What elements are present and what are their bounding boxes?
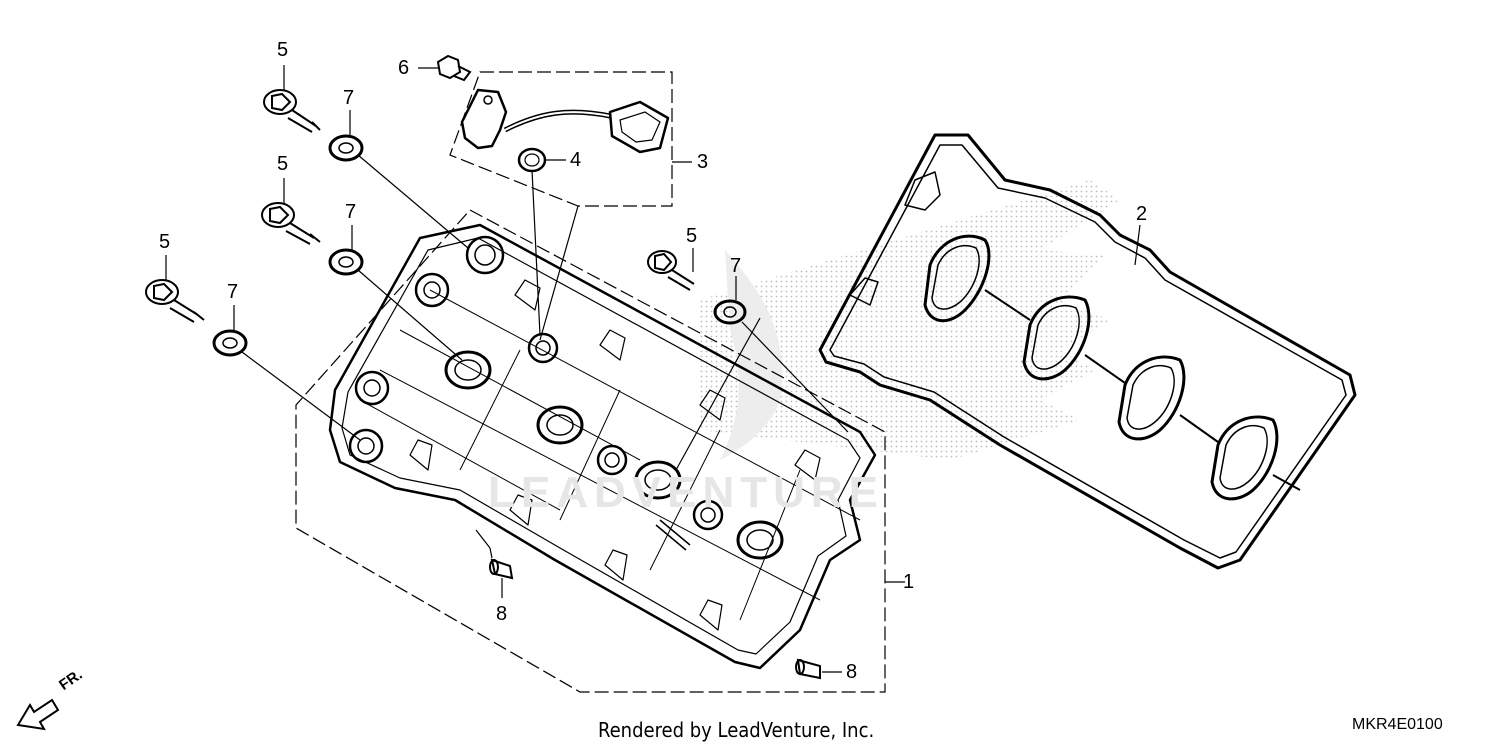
head-cover-gasket[interactable] [818, 133, 1357, 570]
o-ring[interactable] [517, 147, 547, 173]
callout-5-left[interactable]: 5 [159, 231, 171, 253]
leader-lines [165, 65, 1141, 673]
bolt-5b[interactable] [261, 202, 321, 245]
grommet-7c[interactable] [212, 329, 248, 357]
cam-sensor[interactable] [460, 88, 670, 154]
callout-7-top[interactable]: 7 [343, 87, 355, 109]
grommet-7a[interactable] [328, 134, 364, 162]
dowel-pin-8a[interactable] [489, 558, 514, 580]
bolt-5d[interactable] [647, 250, 695, 291]
callout-3[interactable]: 3 [697, 151, 709, 173]
callout-4[interactable]: 4 [570, 149, 582, 171]
bolt-5a[interactable] [263, 89, 321, 133]
bolt-5c[interactable] [145, 279, 205, 323]
callout-1[interactable]: 1 [903, 571, 915, 593]
group-frame-sensor [449, 71, 673, 207]
sensor-bolt[interactable] [436, 54, 472, 82]
callout-5-right[interactable]: 5 [686, 225, 698, 247]
watermark-text: LEADVENTURE [488, 468, 885, 517]
grommet-7d[interactable] [713, 299, 747, 325]
callout-7-left[interactable]: 7 [227, 281, 239, 303]
callout-6[interactable]: 6 [398, 57, 410, 79]
render-credit: Rendered by LeadVenture, Inc. [598, 718, 875, 742]
dowel-pin-8b[interactable] [795, 658, 821, 680]
callout-7-middle[interactable]: 7 [345, 201, 357, 223]
watermark-logo [700, 180, 1120, 460]
front-direction-arrow-icon [16, 698, 60, 731]
callout-5-middle[interactable]: 5 [277, 153, 289, 175]
callout-2[interactable]: 2 [1136, 203, 1148, 225]
grommet-7b[interactable] [328, 248, 364, 276]
callout-8-left[interactable]: 8 [496, 603, 508, 625]
group-frame-cover [295, 209, 886, 693]
diagram-code: MKR4E0100 [1352, 716, 1443, 733]
callout-5-top[interactable]: 5 [277, 39, 289, 61]
callout-7-right[interactable]: 7 [730, 255, 742, 277]
callout-8-right[interactable]: 8 [846, 661, 858, 683]
cylinder-head-cover[interactable] [328, 223, 877, 670]
